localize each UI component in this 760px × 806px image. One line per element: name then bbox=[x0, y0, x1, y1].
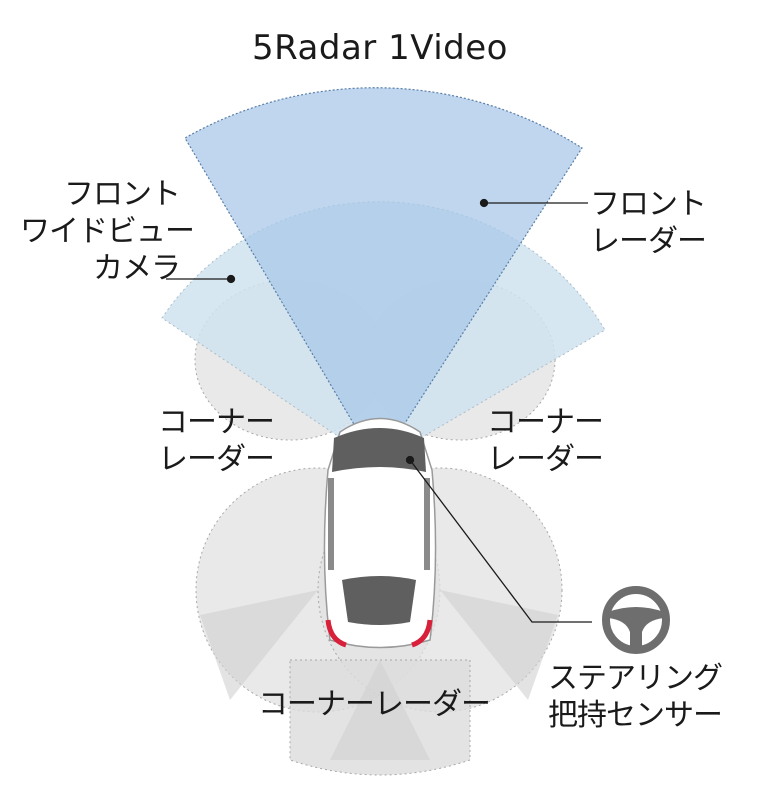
corner-radar-left-label: コーナー レーダー bbox=[158, 404, 275, 478]
corner-radar-left-label-line-1: コーナー bbox=[158, 405, 275, 440]
front-camera-label-line-3: カメラ bbox=[93, 251, 181, 286]
front-camera-label-line-2: ワイドビュー bbox=[20, 214, 195, 249]
diagram-title: 5Radar 1Video bbox=[252, 28, 508, 68]
steering-wheel-icon bbox=[602, 586, 670, 654]
corner-radar-right-label: コーナー レーダー bbox=[487, 404, 604, 478]
steering-wheel-hub bbox=[608, 607, 664, 650]
leader-lines bbox=[166, 198, 592, 623]
front-radar-label-line-1: フロント bbox=[590, 187, 707, 222]
corner-radar-right-label-line-1: コーナー bbox=[487, 405, 604, 440]
corner-radar-sector-rear-left bbox=[200, 590, 318, 700]
car-windshield bbox=[332, 428, 426, 472]
steering-sensor-label-line-1: ステアリング bbox=[548, 661, 723, 696]
car-side-window-right bbox=[424, 478, 430, 570]
car-top-view-icon bbox=[323, 417, 437, 649]
front-radar-label-line-2: レーダー bbox=[590, 224, 707, 259]
corner-radar-sector-rear-bottom bbox=[330, 660, 430, 760]
tail-light-left bbox=[325, 619, 347, 648]
corner-radar-left-label-line-2: レーダー bbox=[158, 442, 275, 477]
corner-radar-rear-label: コーナーレーダー bbox=[258, 687, 491, 722]
corner-radar-right-label-line-2: レーダー bbox=[487, 442, 604, 477]
leader-front-radar-dot bbox=[479, 198, 489, 208]
leader-front-camera-dot bbox=[226, 274, 236, 284]
front-camera-label: フロント ワイドビュー カメラ bbox=[20, 176, 195, 287]
front-radar-label: フロント レーダー bbox=[590, 186, 707, 260]
steering-sensor-label-line-2: 把持センサー bbox=[548, 698, 723, 733]
steering-sensor-label: ステアリング 把持センサー bbox=[535, 660, 735, 734]
leader-steering bbox=[409, 459, 592, 623]
front-radar-coverage bbox=[184, 87, 583, 467]
car-side-window-left bbox=[328, 478, 334, 570]
tail-light-right bbox=[411, 619, 433, 648]
car-rear-window bbox=[342, 576, 416, 625]
front-camera-label-line-1: フロント bbox=[64, 177, 181, 212]
leader-steering-dot bbox=[405, 455, 415, 465]
